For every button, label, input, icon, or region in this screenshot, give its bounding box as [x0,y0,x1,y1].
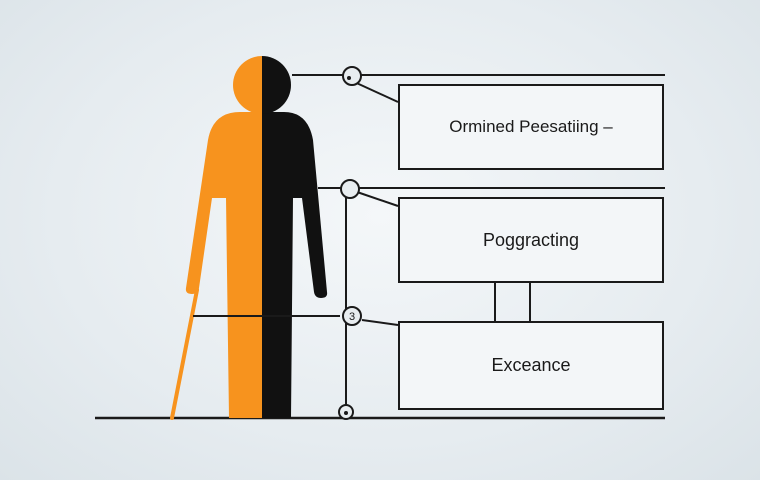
step-box-1: Ormined Peesatiing – [398,84,664,170]
cane [170,288,199,420]
marker-2 [340,179,360,199]
person-head-right [262,56,291,114]
step-box-2-label: Poggracting [482,229,580,250]
marker-3-label: 3 [349,311,355,323]
person-right-half [262,112,328,418]
step-box-3-label: Exceance [491,355,571,375]
step-box-2: Poggracting [398,197,664,283]
person-left-half [185,112,262,418]
marker-1 [342,66,362,86]
step-box-1-label: Ormined Peesatiing – [449,117,613,136]
marker-3: 3 [342,306,362,326]
connectors [193,74,665,418]
person-with-cane-icon [170,56,328,420]
step-box-3: Exceance [398,321,664,410]
marker-4 [338,404,354,420]
person-head-left [233,56,262,114]
